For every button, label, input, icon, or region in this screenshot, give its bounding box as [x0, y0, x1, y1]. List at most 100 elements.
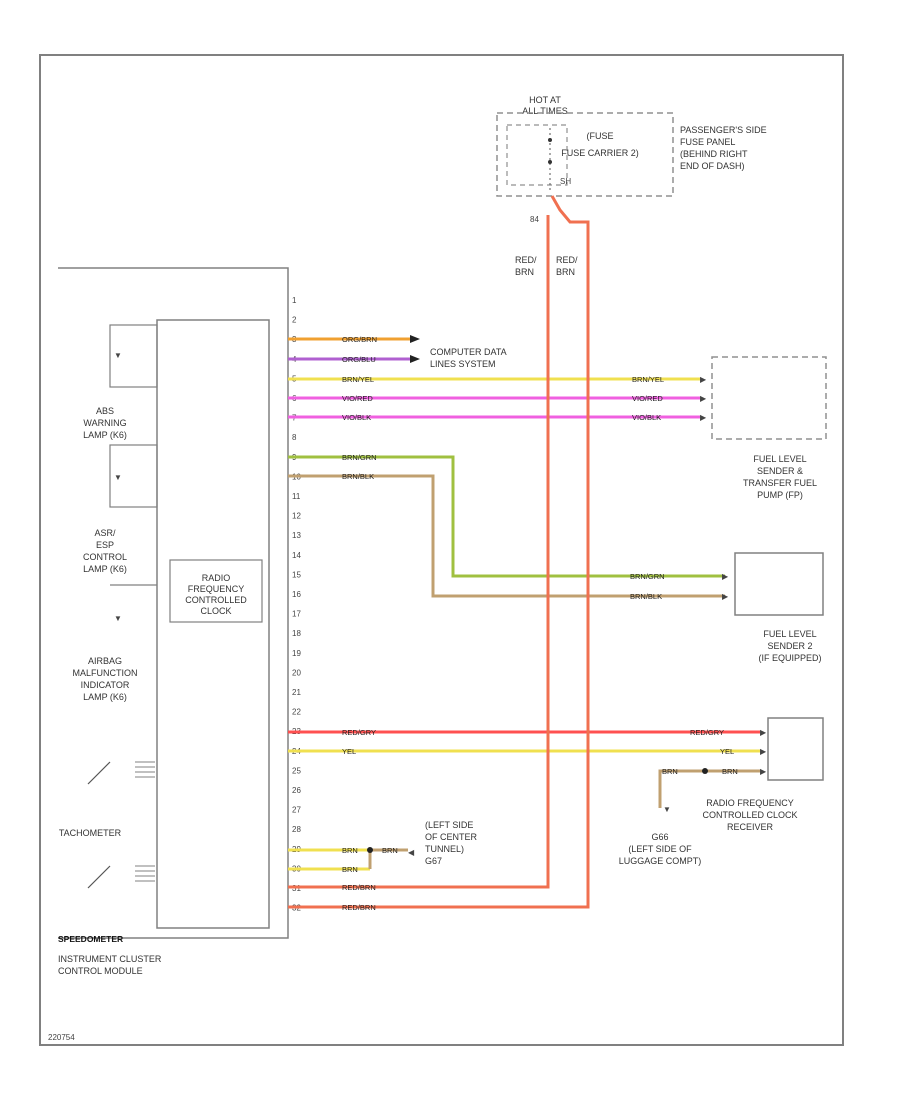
tachometer-gauge-coil [135, 865, 155, 882]
speedometer-gauge-needle [87, 761, 111, 785]
cluster-pin-18: 18 [292, 629, 301, 638]
all-times-label: ALL TIMES [522, 106, 568, 116]
clock-receiver-pin-1: ▶ [760, 728, 767, 737]
computer-data-label-1: COMPUTER DATA [430, 347, 507, 357]
ground-luggage-label-3: LUGGAGE COMPT) [619, 856, 702, 866]
cluster-pin-14: 14 [292, 551, 301, 560]
cluster-pin-15: 15 [292, 570, 301, 579]
cluster-pin-12: 12 [292, 512, 301, 521]
wire-label-red-gry: RED/GRY [342, 728, 376, 737]
cluster-pin-26: 26 [292, 786, 301, 795]
wire-label-brn-receiver: BRN [722, 767, 738, 776]
airbag-label-1: AIRBAG [88, 656, 122, 666]
ground-tunnel-label-3: TUNNEL) [425, 844, 464, 854]
cluster-pin-11: 11 [292, 492, 301, 501]
feed-wire-right-label-2: BRN [556, 267, 575, 277]
wire-label-org-brn: ORG/BRN [342, 335, 377, 344]
ground-tunnel-label-1: (LEFT SIDE [425, 820, 473, 830]
cluster-pin-25: 25 [292, 766, 301, 775]
fuel-sender-2-box [734, 552, 824, 616]
cluster-pin-2: 2 [292, 316, 297, 325]
cluster-pin-21: 21 [292, 688, 301, 697]
speedometer-title: SPEEDOMETER [58, 934, 123, 944]
clock-receiver-pin-3: ▶ [760, 767, 767, 776]
wire-label-red-brn-32: RED/BRN [342, 903, 376, 912]
feed-wire-left-label-1: RED/ [515, 255, 537, 265]
cluster-pin-19: 19 [292, 649, 301, 658]
luggage-ground-symbol: ▼ [663, 805, 671, 814]
cluster-inner-box [156, 319, 270, 929]
fuel-sender-1-pin-2: ▶ [700, 394, 707, 403]
asr-label-1: ASR/ [94, 528, 116, 538]
wire-receiver-ground [658, 769, 702, 808]
wire-label-vio-red: VIO/RED [342, 394, 373, 403]
clock-receiver-label-2: CONTROLLED CLOCK [702, 810, 797, 820]
ground-luggage-label-1: G66 [651, 832, 668, 842]
wire-label-vio-blk: VIO/BLK [342, 413, 371, 422]
clock-box [169, 559, 263, 623]
asr-label-2: ESP [96, 540, 114, 550]
cluster-pin-1: 1 [292, 296, 297, 305]
clock-receiver-label-1: RADIO FREQUENCY [706, 798, 794, 808]
wire-red-brn-32 [288, 195, 590, 909]
fuel-sender-1-label-3: TRANSFER FUEL [743, 478, 817, 488]
wire-label-brn-blk-2: BRN/BLK [630, 592, 662, 601]
speedometer-gauge-coil [135, 761, 155, 778]
clock-receiver-label-3: RECEIVER [727, 822, 774, 832]
wire-label-brn-yel: BRN/YEL [342, 375, 374, 384]
ground-tunnel-label-4: G67 [425, 856, 442, 866]
tachometer-label: TACHOMETER [59, 828, 122, 838]
fuse-pin-label: SH [560, 177, 571, 186]
cluster-pin-17: 17 [292, 610, 301, 619]
cluster-caption-1: INSTRUMENT CLUSTER [58, 954, 162, 964]
fuel-sender-1-label-1: FUEL LEVEL [753, 454, 806, 464]
fuel-sender-2-label-2: SENDER 2 [767, 641, 812, 651]
cluster-pin-27: 27 [292, 806, 301, 815]
wire-label-org-blu: ORG/BLU [342, 355, 376, 364]
wire-label-brn-ground: BRN [662, 767, 678, 776]
airbag-label-4: LAMP (K6) [83, 692, 127, 702]
clock-label-3: CONTROLLED [185, 595, 247, 605]
fuel-sender-1-box [711, 356, 827, 440]
wire-label-brn-yel-2: BRN/YEL [632, 375, 664, 384]
wire-brn-blk [288, 474, 725, 598]
wire-label-yel-2: YEL [720, 747, 734, 756]
fuse-terminal-top [548, 138, 552, 142]
wire-label-vio-blk-2: VIO/BLK [632, 413, 661, 422]
clock-label-1: RADIO [202, 573, 231, 583]
tunnel-ground-symbol: ◀ [408, 848, 415, 857]
clock-label-2: FREQUENCY [188, 584, 245, 594]
abs-label-2: WARNING [83, 418, 126, 428]
fuel-sender-2-pin-1: ▶ [722, 572, 729, 581]
cluster-caption-2: CONTROL MODULE [58, 966, 143, 976]
tachometer-gauge-needle [87, 865, 111, 889]
asr-lamp-symbol: ▼ [114, 473, 122, 482]
fuse-panel-label-2: FUSE PANEL [680, 137, 735, 147]
computer-data-label-2: LINES SYSTEM [430, 359, 496, 369]
cluster-outline [58, 267, 289, 939]
cluster-pin-28: 28 [292, 825, 301, 834]
clock-label-4: CLOCK [200, 606, 231, 616]
asr-label-3: CONTROL [83, 552, 127, 562]
fuse-panel-label-3: (BEHIND RIGHT [680, 149, 748, 159]
cluster-pin-16: 16 [292, 590, 301, 599]
abs-lamp-box [109, 324, 158, 388]
feed-pin-label: 84 [530, 215, 539, 224]
airbag-lamp-symbol: ▼ [114, 614, 122, 623]
wire-label-yel: YEL [342, 747, 356, 756]
fuse-panel-label-1: PASSENGER'S SIDE [680, 125, 767, 135]
wire-label-brn-30: BRN [342, 865, 358, 874]
cluster-pin-13: 13 [292, 531, 301, 540]
fuel-sender-1-pin-1: ▶ [700, 375, 707, 384]
fuse-panel-label-4: END OF DASH) [680, 161, 745, 171]
fuse-terminal-bottom [548, 160, 552, 164]
fuel-sender-1-label-2: SENDER & [757, 466, 803, 476]
cluster-pin-labels: 1234567891011121314151617181920212223242… [292, 296, 301, 913]
fuel-sender-1-pin-3: ▶ [700, 413, 707, 422]
airbag-label-3: INDICATOR [81, 680, 130, 690]
fuel-sender-2-pin-2: ▶ [722, 592, 729, 601]
abs-label-3: LAMP (K6) [83, 430, 127, 440]
abs-label-1: ABS [96, 406, 114, 416]
wire-red-brn-31 [288, 215, 550, 889]
